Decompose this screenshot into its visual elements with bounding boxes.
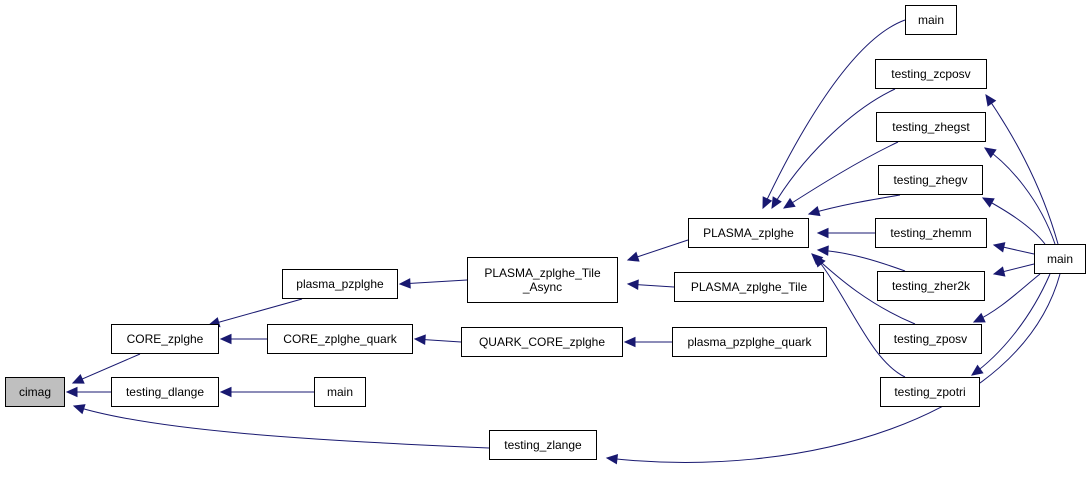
node-label: testing_zlange [504,438,582,452]
arrowhead-icon [816,245,829,256]
node-plasma-zplghe-tile-async[interactable]: PLASMA_zplghe_Tile _Async [467,257,618,303]
edge-main-right-to-testing-zhegst [984,147,1056,245]
arrowhead-icon [782,197,796,209]
node-label: PLASMA_zplghe [703,226,794,240]
node-label: testing_zpotri [894,385,966,399]
node-plasma-zplghe[interactable]: PLASMA_zplghe [688,218,809,248]
arrowhead-icon [985,93,997,107]
node-testing-zposv[interactable]: testing_zposv [879,324,982,354]
edge-core-zplghe-to-cimag [72,353,141,384]
node-label: plasma_pzplghe [296,277,384,291]
arrowhead-icon [626,251,640,262]
node-testing-zpotri[interactable]: testing_zpotri [880,377,980,407]
arrowhead-icon [398,278,411,289]
node-plasma-zplghe-tile[interactable]: PLASMA_zplghe_Tile [674,272,824,302]
node-label: testing_zposv [893,332,968,346]
node-testing-zcposv[interactable]: testing_zcposv [875,59,987,89]
node-testing-dlange[interactable]: testing_dlange [111,377,219,407]
arrowhead-icon [626,279,639,290]
node-label: testing_zhemm [890,226,972,240]
node-main-dlange[interactable]: main [314,377,366,407]
node-label: testing_zher2k [891,279,971,293]
node-label: testing_zhegst [892,120,970,134]
edge-testing-zpotri-to-plasma-zplghe [814,255,906,378]
node-plasma-pzplghe-quark[interactable]: plasma_pzplghe_quark [672,327,827,357]
node-label: CORE_zplghe_quark [283,332,397,346]
edge-testing-zhegv-to-plasma-zplghe [808,194,901,215]
edge-main-right-to-testing-zlange [606,273,1061,463]
arrowhead-icon [816,227,829,239]
node-quark-core-zplghe[interactable]: QUARK_CORE_zplghe [461,327,623,357]
node-main-top[interactable]: main [905,5,957,35]
node-testing-zlange[interactable]: testing_zlange [489,430,597,460]
node-label: testing_dlange [125,385,205,399]
node-main-right[interactable]: main [1034,244,1086,274]
arrowhead-icon [65,386,78,398]
arrowhead-icon [219,333,232,345]
node-label: cimag [18,385,51,399]
arrowhead-icon [413,334,426,345]
node-label: testing_zcposv [891,67,971,81]
edge-testing-zlange-to-cimag [73,405,490,449]
node-label: PLASMA_zplghe_Tile _Async [484,266,601,294]
arrowhead-icon [807,206,821,217]
node-testing-zhemm[interactable]: testing_zhemm [875,218,987,248]
node-label: main [1046,252,1073,266]
node-testing-zher2k[interactable]: testing_zher2k [877,271,985,301]
arrowhead-icon [972,312,986,323]
node-label: CORE_zplghe [126,332,204,346]
edge-main-right-to-testing-zhegv [982,197,1046,245]
edge-testing-zcposv-to-plasma-zplghe [771,88,896,209]
arrowhead-icon [623,336,636,348]
edge-plasma-pzplghe-to-core-zplghe [208,298,303,326]
edge-testing-zher2k-to-plasma-zplghe [817,249,906,272]
arrowhead-icon [981,197,995,208]
edge-main-top-to-plasma-zplghe [762,19,906,209]
arrowhead-icon [814,255,826,268]
edge-main-right-to-testing-zcposv [985,94,1059,245]
arrowhead-icon [219,386,232,398]
arrowhead-icon [605,453,619,465]
node-label: PLASMA_zplghe_Tile [690,280,808,294]
arrowhead-icon [72,404,86,415]
arrowhead-icon [762,196,773,210]
node-core-zplghe-quark[interactable]: CORE_zplghe_quark [267,324,413,354]
edge-plasma-zplghe-to-plasma-zplghe-tile-async [627,239,689,261]
arrowhead-icon [992,266,1006,277]
node-label: main [326,385,353,399]
edge-plasma-zplghe-tile-async-to-plasma-pzplghe [399,279,468,285]
node-label: main [917,13,944,27]
arrowhead-icon [971,364,984,376]
node-core-zplghe[interactable]: CORE_zplghe [111,324,219,354]
node-label: QUARK_CORE_zplghe [478,335,606,349]
edge-main-right-to-testing-zpotri [971,273,1051,376]
arrowhead-icon [992,242,1006,253]
node-label: plasma_pzplghe_quark [687,335,812,349]
node-testing-zhegv[interactable]: testing_zhegv [878,165,983,195]
arrowhead-icon [71,373,85,384]
arrowhead-icon [771,196,782,210]
node-label: testing_zhegv [893,173,968,187]
arrowhead-icon [983,147,997,159]
node-testing-zhegst[interactable]: testing_zhegst [876,112,986,142]
node-cimag: cimag [5,377,65,407]
edge-testing-zhegst-to-plasma-zplghe [783,141,899,209]
node-plasma-pzplghe[interactable]: plasma_pzplghe [282,269,398,299]
